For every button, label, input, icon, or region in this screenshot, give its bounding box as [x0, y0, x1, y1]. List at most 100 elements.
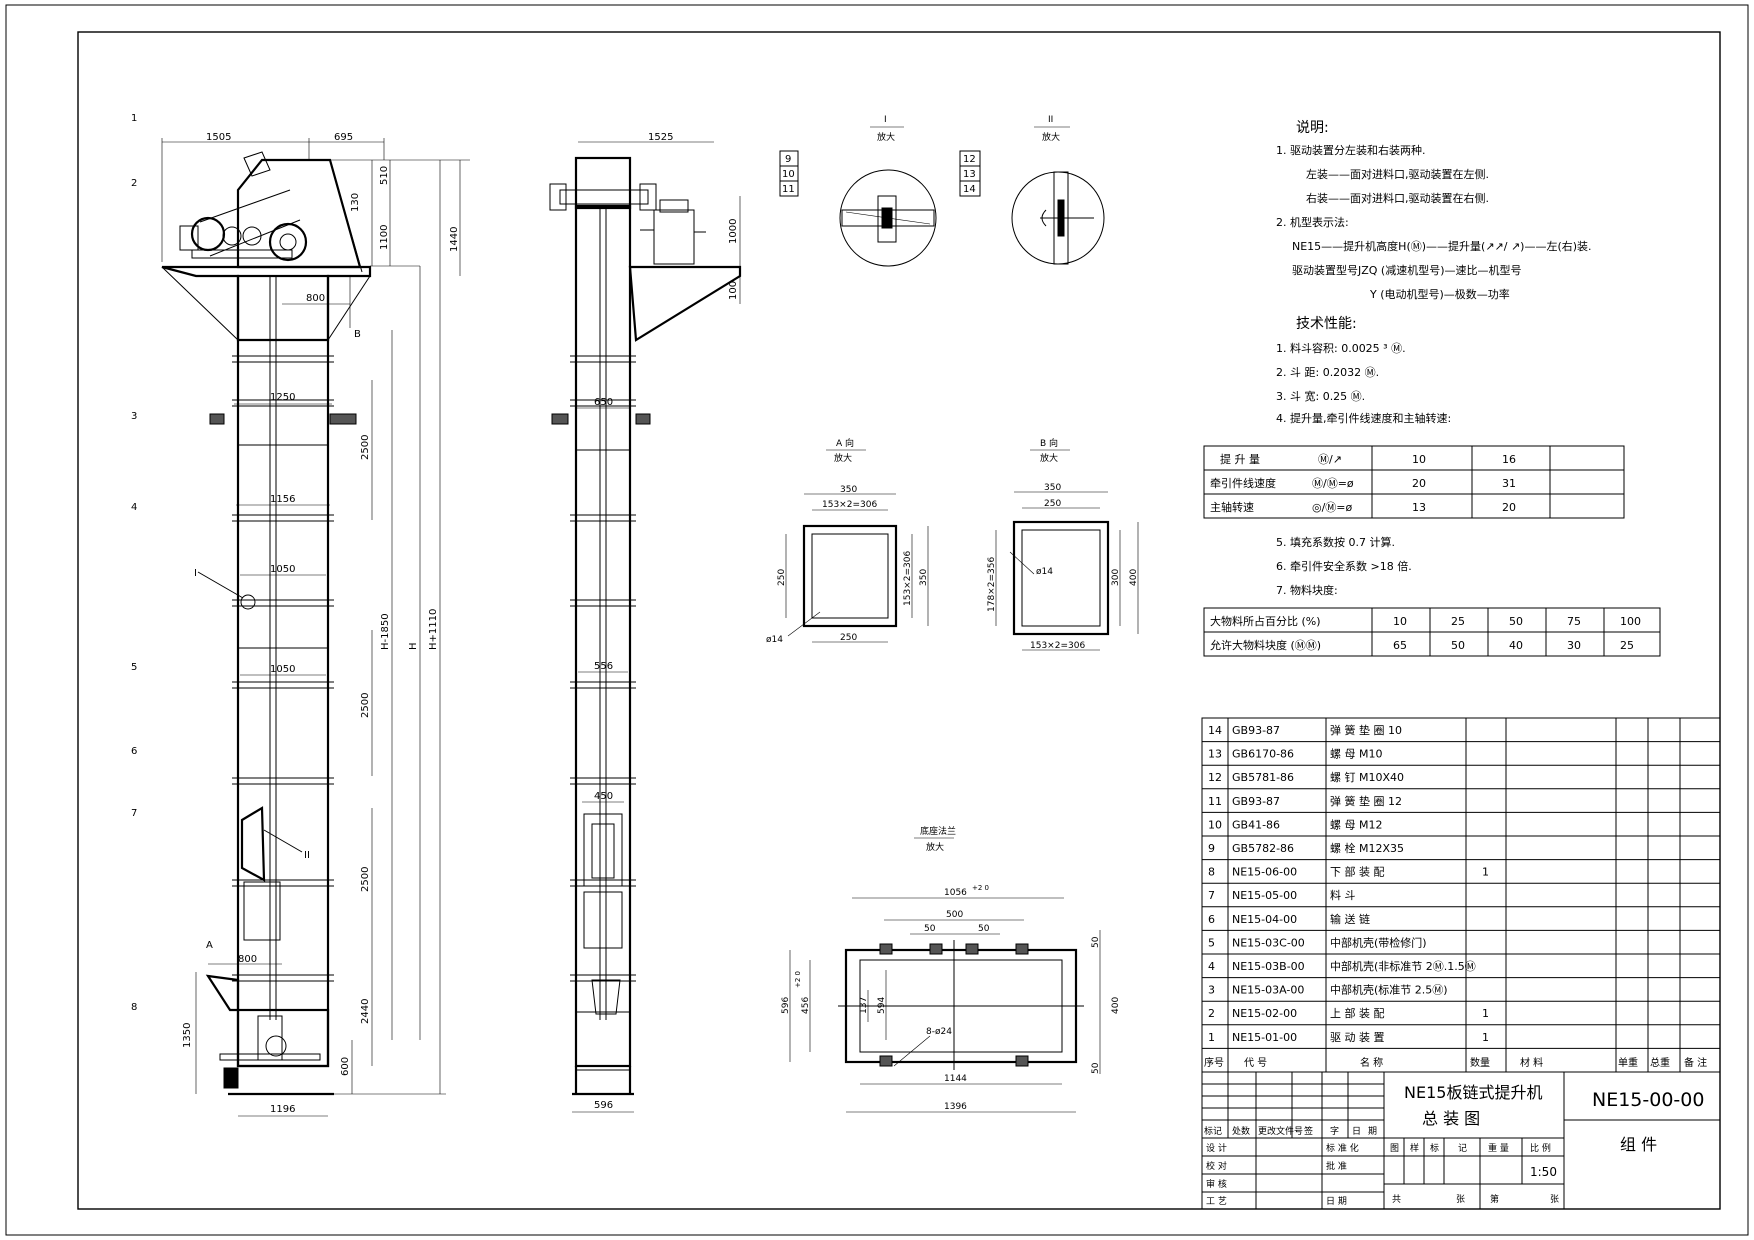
tb-sheet-3: 张: [1550, 1194, 1559, 1205]
parts-qty-2: 1: [1482, 1007, 1489, 1020]
parts-no-1: 1: [1208, 1031, 1215, 1044]
lump-1-4: 25: [1620, 639, 1634, 652]
view-a-title: A 向: [836, 437, 854, 449]
front-support-right: [329, 413, 357, 425]
side-casing: [574, 204, 632, 1068]
lump-1-1: 50: [1451, 639, 1465, 652]
dim-130: 130: [350, 193, 361, 212]
tech-7: 7. 物料块度:: [1276, 583, 1338, 597]
label-b: B: [354, 329, 361, 340]
parts-h-uw: 单重: [1618, 1056, 1638, 1069]
dim-100: 100: [728, 281, 739, 300]
view-b-hole: ø14: [1036, 567, 1053, 577]
note-5: NE15——提升机高度H(Ⓜ)——提升量(↗↗/ ↗)——左(右)装.: [1292, 239, 1592, 253]
zone-8: 8: [131, 1002, 137, 1013]
view-a-153: 153×2=306: [822, 500, 877, 510]
parts-code-7: NE15-05-00: [1232, 889, 1297, 902]
parts-name-12: 螺 钉 M10X40: [1330, 771, 1404, 784]
flange-r400: 400: [1111, 997, 1121, 1014]
role2-3: 日 期: [1326, 1196, 1347, 1207]
role-2: 审 核: [1206, 1178, 1227, 1190]
parts-no-2: 2: [1208, 1007, 1215, 1020]
parts-no-11: 11: [1208, 795, 1222, 808]
dim-2500-c: 2500: [360, 867, 371, 892]
perf-0-1: 16: [1502, 453, 1516, 466]
parts-no-5: 5: [1208, 936, 1215, 949]
tb-type: 组 件: [1620, 1135, 1657, 1154]
label-i: I: [194, 568, 197, 579]
view-b-400: 400: [1129, 569, 1139, 586]
dim-2440: 2440: [360, 999, 371, 1024]
parts-code-8: NE15-06-00: [1232, 866, 1297, 879]
dim-1250: 1250: [270, 392, 295, 403]
parts-h-no: 序号: [1204, 1056, 1224, 1069]
view-a-250b: 250: [840, 633, 857, 643]
flange-title: 底座法兰: [920, 825, 956, 837]
chg-6: 期: [1368, 1126, 1377, 1137]
parts-no-13: 13: [1208, 748, 1222, 761]
front-drive-head: [236, 158, 362, 269]
dim-510: 510: [379, 166, 390, 185]
chg-1: 处数: [1232, 1125, 1250, 1137]
parts-code-11: GB93-87: [1232, 795, 1280, 808]
parts-h-mat: 材 料: [1520, 1056, 1543, 1069]
tb-name2: 总 装 图: [1422, 1109, 1480, 1128]
parts-code-13: GB6170-86: [1232, 748, 1294, 761]
zone-2: 2: [131, 178, 137, 189]
callout-11: 11: [782, 184, 795, 195]
flange-r50b: 50: [1091, 1062, 1101, 1074]
lump-0-0: 10: [1393, 615, 1407, 628]
zone-1: 1: [131, 113, 137, 124]
detail-ii-title: II: [1048, 115, 1053, 125]
dim-1050-a: 1050: [270, 564, 295, 575]
flange-1056-tol: +2 0: [972, 884, 989, 892]
dim-1505: 1505: [206, 132, 231, 143]
dim-h-1850: H-1850: [380, 613, 391, 650]
perf-unit-0: Ⓜ/↗: [1318, 453, 1342, 466]
dim-800-top: 800: [306, 293, 325, 304]
view-b-sub: 放大: [1040, 452, 1058, 464]
parts-name-11: 弹 簧 垫 圈 12: [1330, 794, 1402, 808]
perf-label-1: 牵引件线速度: [1210, 476, 1276, 490]
chg-3: 签: [1304, 1125, 1313, 1137]
dim-1350: 1350: [182, 1023, 193, 1048]
view-b: B 向 放大 350 250 178×2=356 300 400 153×2=3…: [987, 437, 1139, 651]
detail-ii: II 放大: [1011, 115, 1105, 265]
role-1: 校 对: [1206, 1160, 1227, 1172]
perf-label-0: 提 升 量: [1220, 453, 1260, 466]
parts-name-2: 上 部 装 配: [1330, 1006, 1385, 1020]
tb-col-1: 样: [1410, 1142, 1419, 1154]
parts-qty-1: 1: [1482, 1031, 1489, 1044]
dim-2500-b: 2500: [360, 693, 371, 718]
front-drive-pulley: [268, 222, 308, 262]
parts-name-1: 驱 动 装 置: [1330, 1031, 1385, 1044]
note-7: Y (电动机型号)—极数—功率: [1369, 287, 1510, 301]
view-b-250: 250: [1044, 499, 1061, 509]
tb-col-3: 记: [1458, 1143, 1467, 1154]
tb-col-2: 标: [1430, 1142, 1439, 1154]
parts-no-9: 9: [1208, 842, 1215, 855]
perf-table: 提 升 量 Ⓜ/↗ 10 16 牵引件线速度 Ⓜ/Ⓜ=ø 20 31 主轴转速 …: [1203, 445, 1625, 519]
role-3: 工 艺: [1206, 1196, 1227, 1207]
tech-2: 2. 斗 距: 0.2032 Ⓜ.: [1276, 366, 1379, 379]
flange-r50a: 50: [1091, 936, 1101, 948]
flange-500: 500: [946, 910, 963, 920]
tech-4: 4. 提升量,牵引件线速度和主轴转速:: [1276, 411, 1451, 425]
perf-1-0: 20: [1412, 477, 1426, 490]
view-b-178: 178×2=356: [987, 557, 997, 612]
lump-0-3: 75: [1567, 615, 1581, 628]
side-view: 1525 1000 100 650 556 450 596: [549, 132, 742, 1113]
parts-name-13: 螺 母 M10: [1330, 748, 1382, 761]
tech-6: 6. 牵引件安全系数 >18 倍.: [1276, 559, 1412, 573]
parts-name-5: 中部机壳(带检修门): [1330, 935, 1427, 949]
parts-code-2: NE15-02-00: [1232, 1007, 1297, 1020]
lump-label-1: 允许大物料块度 (ⓂⓂ): [1210, 638, 1321, 652]
parts-no-6: 6: [1208, 913, 1215, 926]
parts-name-9: 螺 栓 M12X35: [1330, 841, 1404, 855]
note-2: 左装——面对进料口,驱动装置在左侧.: [1306, 167, 1489, 181]
tech-heading: 技术性能:: [1296, 316, 1357, 332]
tb-sheet-2: 第: [1490, 1193, 1499, 1205]
callout-9: 9: [785, 154, 791, 165]
view-a-sub: 放大: [834, 452, 852, 464]
